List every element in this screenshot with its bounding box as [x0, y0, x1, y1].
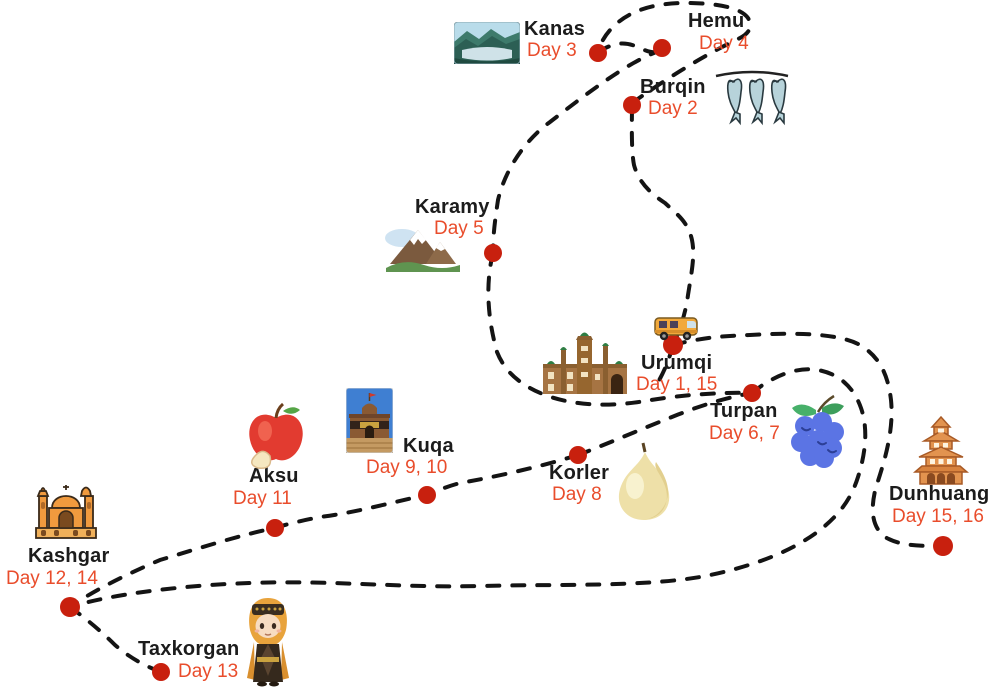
day-label-kuqa: Day 9, 10 [366, 457, 448, 478]
route-path-hemu-karamy [491, 48, 664, 255]
day-label-kanas: Day 3 [527, 40, 577, 61]
city-dot-karamy [484, 244, 502, 262]
pear-icon [618, 442, 670, 520]
city-dot-kashgar [60, 597, 80, 617]
city-label-turpan: Turpan [710, 400, 778, 422]
city-dot-aksu [266, 519, 284, 537]
city-dot-kanas [589, 44, 607, 62]
route-path-karamy-turpan [486, 251, 754, 407]
orange-mosque-icon [35, 485, 97, 539]
city-label-karamy: Karamy [415, 196, 490, 218]
city-label-burqin: Burqin [640, 76, 706, 98]
city-dot-taxkorgan [152, 663, 170, 681]
day-label-kashgar: Day 12, 14 [6, 568, 98, 589]
pagoda-tower-icon [912, 416, 970, 485]
route-path-korler-turpan [576, 391, 754, 457]
city-label-urumqi: Urumqi [641, 352, 713, 374]
city-label-kuqa: Kuqa [403, 435, 454, 457]
day-label-korler: Day 8 [552, 484, 602, 505]
city-label-kanas: Kanas [524, 18, 586, 40]
day-label-dunhuang: Day 15, 16 [892, 506, 984, 527]
route-path-kanas-hemu [596, 41, 664, 55]
route-path-urumqi-burqin [629, 103, 696, 347]
route-path-korler-kuqa-aksu-kashgar [68, 453, 580, 609]
traditional-dress-figure-icon [247, 598, 289, 687]
lake-photo-icon [454, 22, 520, 64]
city-label-taxkorgan: Taxkorgan [138, 638, 240, 660]
apple-icon [249, 402, 303, 469]
route-path-kashgar-taxkorgan [68, 605, 163, 674]
city-dot-kuqa [418, 486, 436, 504]
city-dot-burqin [623, 96, 641, 114]
city-label-korler: Korler [549, 462, 610, 484]
mountain-icon [385, 229, 460, 272]
city-dot-korler [569, 446, 587, 464]
city-label-kashgar: Kashgar [28, 545, 110, 567]
day-label-hemu: Day 4 [699, 33, 749, 54]
route-path-urumqi-dunhuang [671, 331, 945, 548]
day-label-burqin: Day 2 [648, 98, 698, 119]
city-dot-urumqi [663, 335, 683, 355]
city-label-dunhuang: Dunhuang [889, 483, 990, 505]
city-dot-hemu [653, 39, 671, 57]
route-path-turpan-eastloop-kashgar [68, 367, 868, 609]
palace-photo-icon [346, 388, 393, 453]
city-label-hemu: Hemu [688, 10, 745, 32]
grapes-icon [791, 394, 844, 468]
mosque-photo-icon [543, 332, 627, 394]
dried-fish-icon [715, 70, 789, 126]
shuttle-bus-icon [654, 317, 698, 341]
day-label-karamy: Day 5 [434, 218, 484, 239]
day-label-urumqi: Day 1, 15 [636, 374, 718, 395]
city-dot-dunhuang [933, 536, 953, 556]
city-label-aksu: Aksu [249, 465, 299, 487]
day-label-turpan: Day 6, 7 [709, 423, 780, 444]
city-dot-turpan [743, 384, 761, 402]
day-label-aksu: Day 11 [233, 488, 292, 509]
day-label-taxkorgan: Day 13 [178, 661, 239, 682]
